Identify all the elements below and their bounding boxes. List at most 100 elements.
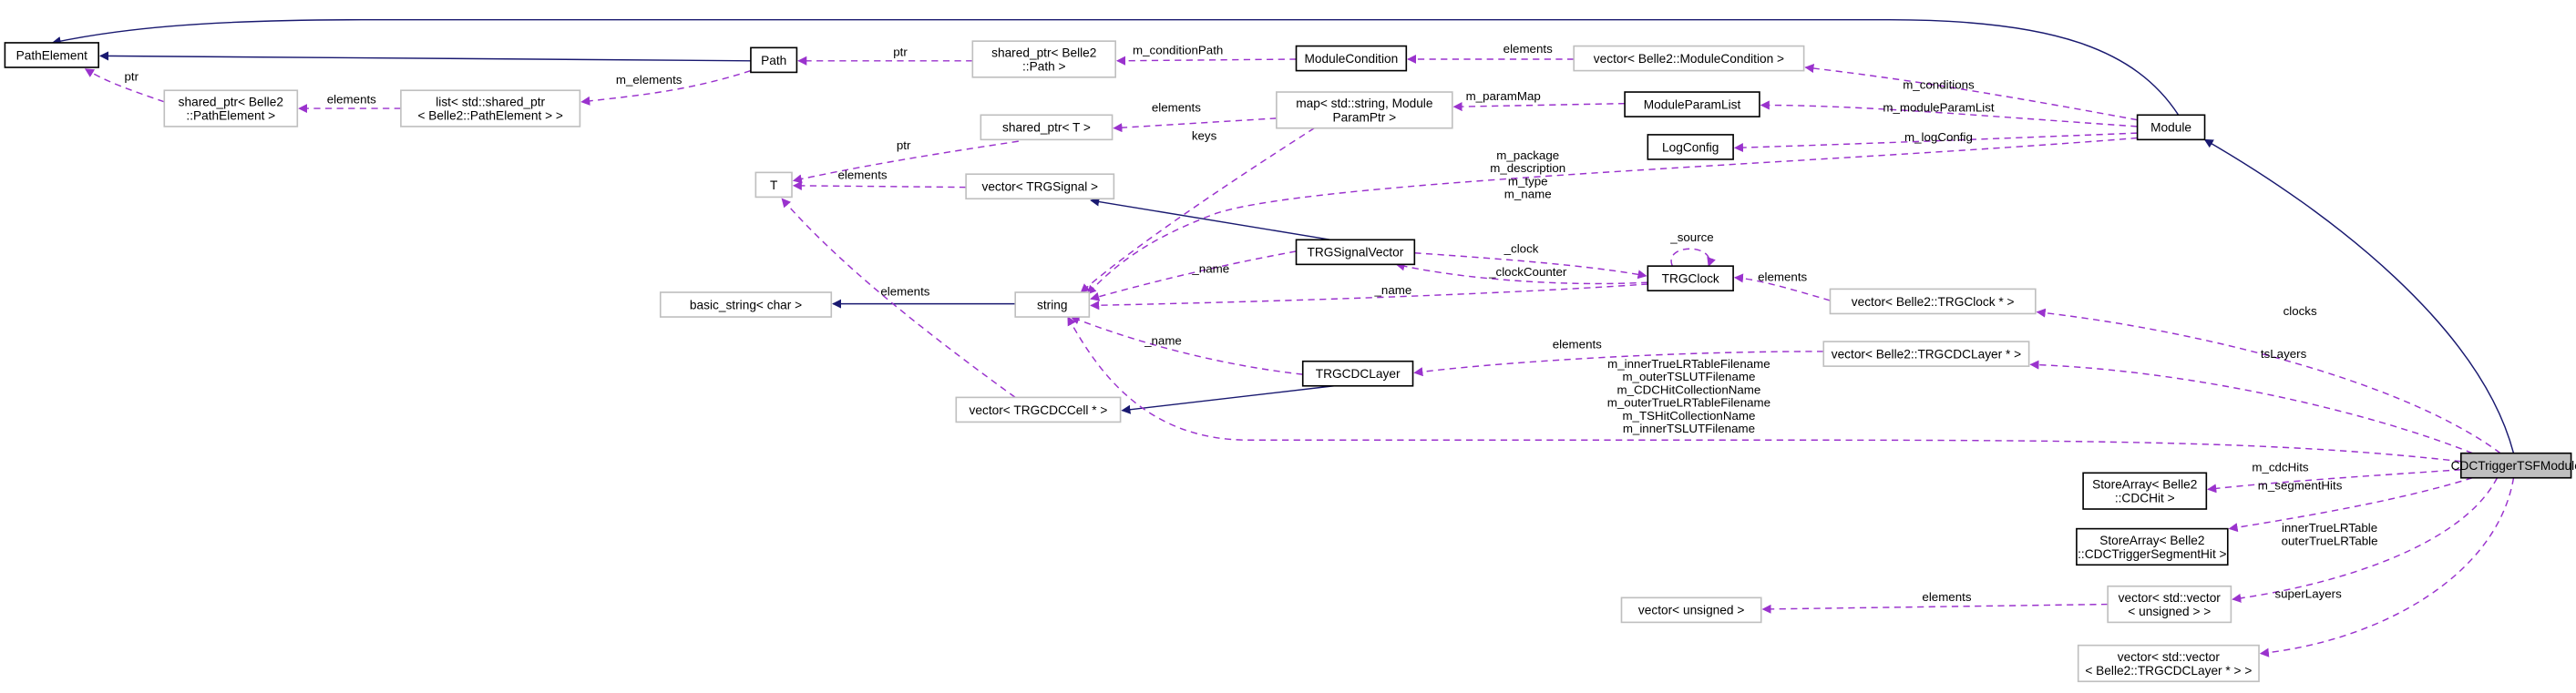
edge-label: m_conditionPath	[1133, 44, 1223, 57]
inheritance-edge-trgsignalvector-to-vec-trgsignal	[1090, 197, 1331, 241]
usage-edge-trgclock-to-string	[1090, 283, 1648, 311]
class-node-sp-t: shared_ptr< T >	[980, 114, 1114, 141]
class-node-moduleparamlist[interactable]: ModuleParamList	[1624, 91, 1760, 117]
node-label: LogConfig	[1662, 140, 1719, 154]
edge-label: m_logConfig	[1904, 130, 1973, 144]
usage-edge-module-to-moduleparamlist	[1760, 100, 2138, 127]
usage-edge-cdctriggertsfmodule-to-vec-vec-unsigned	[2232, 477, 2499, 603]
node-box	[1295, 239, 1416, 266]
class-node-pathelement[interactable]: PathElement	[4, 42, 99, 68]
edge-label: m_moduleParamList	[1883, 101, 1995, 115]
node-label: TRGClock	[1662, 272, 1719, 286]
node-label: vector< unsigned >	[1638, 604, 1744, 617]
node-label: Path	[761, 54, 786, 67]
class-node-basic-string: basic_string< char >	[659, 291, 833, 318]
node-box	[1620, 596, 1762, 624]
node-label: vector< std::vector< unsigned > >	[2119, 591, 2222, 618]
node-box	[1624, 91, 1760, 117]
edge-label: ptr	[124, 69, 139, 83]
class-node-sp-path: shared_ptr< Belle2::Path >	[971, 40, 1117, 78]
node-box	[1829, 288, 2037, 315]
edge-label: ptr	[893, 45, 908, 58]
node-label: vector< std::vector< Belle2::TRGCDCLayer…	[2085, 650, 2252, 678]
class-node-cdctriggertsfmodule[interactable]: CDCTriggerTSFModule	[2451, 452, 2576, 479]
node-box	[1295, 45, 1408, 72]
node-box	[4, 42, 99, 68]
class-node-vec-trgsignal: vector< TRGSignal >	[965, 173, 1115, 200]
usage-edge-modulecondition-to-sp-path	[1115, 56, 1297, 66]
node-label: basic_string< char >	[690, 298, 802, 311]
node-label: vector< Belle2::TRGCDCLayer * >	[1832, 347, 2021, 361]
node-box	[955, 396, 1122, 423]
node-label: shared_ptr< Belle2::PathElement >	[179, 95, 283, 122]
edge-label: keys	[1192, 128, 1217, 142]
node-label: ModuleCondition	[1305, 52, 1399, 66]
edge-label: elements	[1504, 42, 1553, 56]
usage-edge-cdctriggertsfmodule-to-vec-vec-layer	[2259, 477, 2515, 657]
node-box	[659, 291, 833, 318]
node-box	[2082, 472, 2208, 510]
usage-edge-cdctriggertsfmodule-to-sa-cdchit	[2207, 469, 2461, 494]
class-node-logconfig[interactable]: LogConfig	[1647, 134, 1734, 160]
class-node-trgcdclayer[interactable]: TRGCDCLayer	[1301, 360, 1414, 387]
edge-label: elements	[1922, 590, 1971, 604]
edge-label: m_cdcHits	[2252, 461, 2309, 474]
node-box	[2107, 585, 2232, 624]
usage-edge-sp-pathelement-to-pathelement	[84, 68, 165, 103]
usage-edge-cdctriggertsfmodule-to-vec-trgclock	[2036, 308, 2501, 454]
node-label: list< std::shared_ptr< Belle2::PathEleme…	[417, 95, 562, 122]
class-node-modulecondition[interactable]: ModuleCondition	[1295, 45, 1408, 72]
inheritance-edge-module-to-pathelement	[51, 18, 2180, 116]
class-node-module[interactable]: Module	[2136, 114, 2206, 141]
node-label: string	[1037, 298, 1067, 311]
node-box	[2136, 114, 2206, 141]
class-node-sp-pathelement: shared_ptr< Belle2::PathElement >	[163, 89, 299, 127]
usage-edge-cdctriggertsfmodule-to-string	[1067, 316, 2461, 463]
node-label: vector< Belle2::ModuleCondition >	[1594, 52, 1784, 66]
class-node-vec-trgcdccell: vector< TRGCDCCell * >	[955, 396, 1122, 423]
edge-label: _clockCounter	[1488, 265, 1567, 279]
usage-edge-trgclock-to-trgsignalvector	[1395, 261, 1648, 285]
usage-edge-cdctriggertsfmodule-to-vec-trgcdclayer	[2029, 360, 2473, 454]
class-node-sa-segmenthit[interactable]: StoreArray< Belle2::CDCTriggerSegmentHit…	[2076, 527, 2229, 566]
node-label: vector< TRGCDCCell * >	[970, 403, 1108, 417]
edge-label: _clock	[1504, 242, 1539, 256]
node-box	[1647, 134, 1734, 160]
class-node-path[interactable]: Path	[750, 46, 798, 74]
inheritance-edge-cdctriggertsfmodule-to-module	[2203, 138, 2515, 454]
node-box	[754, 171, 793, 199]
node-label: T	[770, 178, 778, 192]
usage-edge-vec-trgclock-to-trgclock	[1733, 273, 1831, 301]
class-node-sa-cdchit[interactable]: StoreArray< Belle2::CDCHit >	[2082, 472, 2208, 510]
usage-edge-module-to-vec-modulecondition	[1804, 64, 2138, 121]
edge-label: _name	[1374, 283, 1412, 297]
class-node-trgclock[interactable]: TRGClock	[1647, 265, 1734, 292]
usage-edge-trgcdclayer-to-string	[1070, 315, 1303, 375]
usage-edge-module-to-logconfig	[1733, 132, 2138, 153]
edge-label: m_segmentHits	[2258, 478, 2343, 492]
class-node-trgsignalvector[interactable]: TRGSignalVector	[1295, 239, 1416, 266]
usage-edge-trgsignalvector-to-trgclock	[1414, 252, 1647, 280]
node-box	[2077, 644, 2260, 683]
node-box	[1573, 45, 1805, 72]
node-box	[400, 89, 581, 127]
edge-label: _name	[1144, 334, 1182, 348]
node-label: PathElement	[16, 48, 88, 62]
node-label: shared_ptr< Belle2::Path >	[991, 46, 1096, 73]
edge-label: elements	[837, 168, 887, 182]
node-label: shared_ptr< T >	[1002, 121, 1091, 135]
class-node-vec-unsigned: vector< unsigned >	[1620, 596, 1762, 624]
node-box	[1276, 91, 1453, 129]
usage-edge-map-param-to-string	[1080, 127, 1315, 293]
node-box	[965, 173, 1115, 200]
edge-label: m_paramMap	[1466, 89, 1541, 103]
usage-edge-vec-trgcdclayer-to-trgcdclayer	[1413, 351, 1824, 377]
class-node-vec-trgclock: vector< Belle2::TRGClock * >	[1829, 288, 2037, 315]
edge-label: elements	[1152, 101, 1201, 115]
